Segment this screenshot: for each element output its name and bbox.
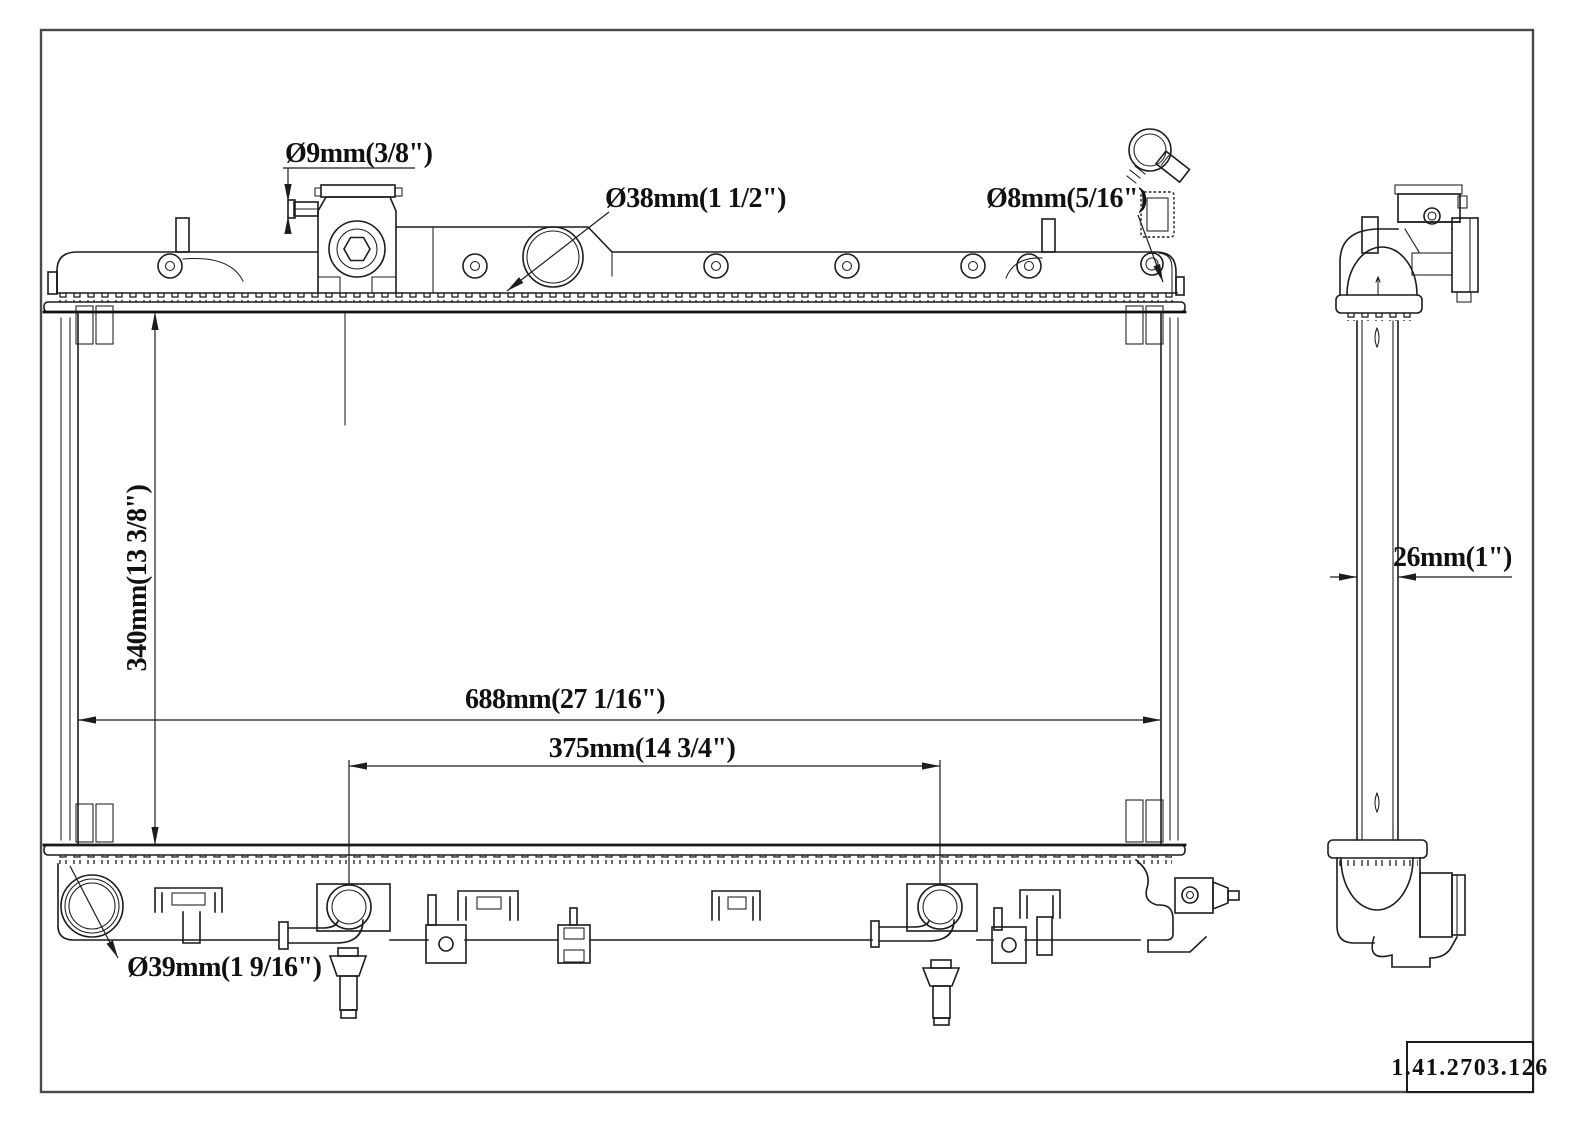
bracket-clip-center	[557, 907, 591, 964]
mount-pad-icon	[1140, 191, 1175, 238]
side-filler-assembly	[1335, 184, 1479, 321]
dim-core-height: 340mm(13 3/8")	[122, 485, 153, 672]
bracket-hole-left	[425, 894, 467, 964]
dim-small-fitting: Ø8mm(5/16")	[986, 183, 1147, 214]
overflow-nipple	[287, 199, 319, 219]
part-number-box: 1.41.2703.126	[1391, 1041, 1549, 1093]
side-springs	[75, 305, 1164, 843]
top-pin-right	[1041, 218, 1056, 253]
side-foot-bracket	[1371, 935, 1459, 968]
weep-mark-top	[1374, 327, 1380, 349]
drain-plug-icon-left	[328, 947, 368, 1019]
bracket-u-2	[711, 890, 761, 921]
sheet-border	[39, 28, 1535, 1094]
dim-overall-width: 688mm(27 1/16")	[465, 684, 665, 715]
small-fitting	[1140, 252, 1173, 294]
dim-overflow-nipple: Ø9mm(3/8")	[285, 138, 433, 169]
left-end-tab	[47, 271, 58, 295]
radiator-cap	[320, 184, 396, 198]
part-number: 1.41.2703.126	[1391, 1055, 1549, 1081]
outlet-opening	[60, 874, 124, 938]
bottom-header-plate	[43, 844, 1186, 856]
oil-cooler-fitting-right	[870, 883, 978, 948]
oil-cooler-fitting-left	[278, 883, 391, 950]
side-bottom-flange	[1327, 839, 1428, 859]
side-tank-dome-top	[1346, 246, 1418, 296]
bottom-tank	[42, 843, 1240, 1026]
top-crimp-teeth	[57, 293, 1177, 302]
side-top-teeth	[1344, 313, 1414, 321]
dim-outlet: Ø39mm(1 9/16")	[127, 952, 322, 983]
drain-plug-icon-right	[921, 959, 961, 1026]
drain-petcock	[1134, 858, 1240, 953]
bracket-u-1	[457, 890, 519, 921]
hex-plug	[343, 236, 371, 262]
side-overflow-tab	[1361, 216, 1379, 254]
side-outlet-assembly	[1327, 839, 1466, 968]
side-bottom-teeth	[1336, 858, 1418, 866]
side-view	[1327, 184, 1479, 968]
filler-neck	[314, 184, 403, 426]
dim-inlet: Ø38mm(1 1/2")	[605, 183, 786, 214]
bracket-hat-left	[154, 887, 223, 944]
side-outlet-pipe	[1419, 872, 1453, 938]
cap-top-band	[1394, 184, 1463, 195]
mounting-holes	[157, 253, 1043, 282]
top-pin-left	[175, 217, 190, 253]
core	[60, 305, 1179, 846]
right-end-tab	[1175, 276, 1185, 296]
top-tank	[42, 128, 1191, 426]
bracket-cluster-right	[991, 889, 1061, 964]
bottom-crimp-teeth	[57, 855, 1172, 864]
side-core-column	[1356, 320, 1399, 841]
side-top-flange	[1335, 294, 1423, 314]
front-view	[42, 128, 1240, 1026]
side-tank-dome-bottom	[1340, 857, 1414, 911]
dim-fitting-spacing: 375mm(14 3/4")	[549, 733, 736, 764]
inlet-opening	[522, 226, 584, 288]
weep-mark-bottom	[1374, 792, 1380, 814]
top-header-plate	[43, 301, 1186, 313]
dim-core-thickness: 26mm(1")	[1393, 542, 1512, 573]
dimensions: Ø9mm(3/8") Ø38mm(1 1/2") Ø8mm(5/16") Ø39…	[69, 138, 1513, 983]
hose-clamp-icon	[1126, 128, 1191, 184]
